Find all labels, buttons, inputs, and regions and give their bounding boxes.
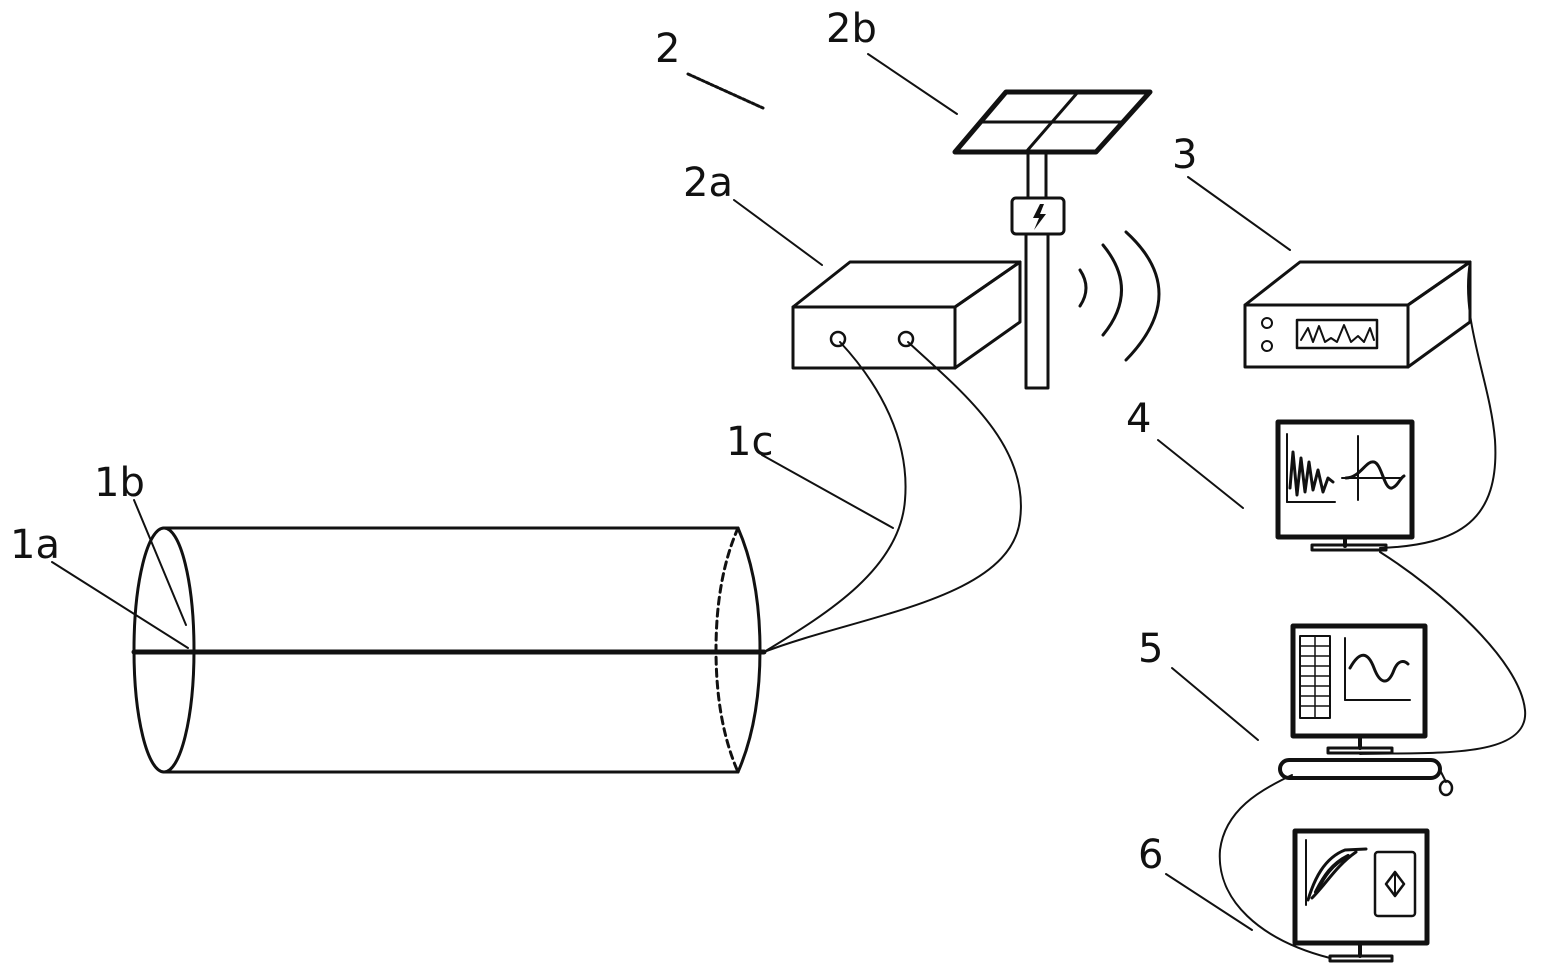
pipe-cylinder bbox=[131, 526, 767, 774]
leader-marker-1a bbox=[51, 561, 189, 649]
cables bbox=[1218, 261, 1527, 959]
label-marker-1a: 1a bbox=[10, 522, 60, 568]
fiber-lead-left bbox=[763, 341, 907, 653]
leader-monitor-2 bbox=[1171, 667, 1259, 741]
label-marker-1b: 1b bbox=[94, 460, 145, 506]
pole-lower bbox=[1024, 232, 1050, 390]
monitor-2-plot bbox=[1348, 653, 1410, 683]
leader-system bbox=[686, 72, 765, 110]
label-controller: 2a bbox=[683, 160, 733, 206]
leader-fiber-lead bbox=[761, 454, 894, 529]
cable-monitor-1-to-monitor-2 bbox=[1359, 551, 1527, 755]
mouse-icon bbox=[1438, 779, 1454, 797]
wireless-signal-icon bbox=[1078, 230, 1161, 362]
charge-box bbox=[1010, 196, 1066, 236]
monitor-1-base bbox=[1310, 543, 1388, 552]
monitor-1-plot-left bbox=[1288, 450, 1335, 497]
leader-marker-1b bbox=[133, 499, 187, 626]
monitor-1-plot-right bbox=[1344, 460, 1406, 490]
signal-arc-small bbox=[1078, 268, 1088, 308]
monitor-3-panel bbox=[1373, 850, 1417, 918]
leader-receiver bbox=[1187, 176, 1291, 251]
solar-panel-icon bbox=[952, 89, 1153, 390]
lightning-icon bbox=[1033, 204, 1046, 230]
controller-port-1 bbox=[829, 330, 847, 348]
signal-arc-medium bbox=[1101, 243, 1123, 337]
monitor-2 bbox=[1278, 623, 1454, 797]
receiver-knob-2 bbox=[1261, 340, 1273, 352]
leader-lines bbox=[51, 53, 1291, 931]
pole-upper bbox=[1026, 150, 1048, 200]
controller-front bbox=[791, 305, 957, 370]
monitor-3 bbox=[1292, 828, 1430, 963]
label-monitor-1: 4 bbox=[1126, 396, 1151, 442]
fiber-lead-right bbox=[763, 341, 1022, 653]
controller-side bbox=[953, 260, 1022, 370]
controller-port-2 bbox=[897, 330, 915, 348]
monitor-2-screen bbox=[1290, 623, 1428, 739]
cable-receiver-to-monitor-1 bbox=[1379, 261, 1497, 549]
cable-keyboard-to-monitor-3 bbox=[1218, 774, 1331, 959]
monitor-3-plot-inner bbox=[1310, 850, 1358, 900]
controller-box bbox=[791, 260, 1022, 370]
receiver-front bbox=[1243, 303, 1410, 369]
receiver-display bbox=[1295, 318, 1379, 350]
label-solar-panel: 2b bbox=[826, 6, 877, 52]
label-monitor-2: 5 bbox=[1138, 626, 1163, 672]
fiber-leads bbox=[763, 341, 1022, 653]
monitor-2-base bbox=[1326, 746, 1394, 755]
keyboard-icon bbox=[1278, 758, 1442, 780]
label-monitor-3: 6 bbox=[1138, 832, 1163, 878]
leader-monitor-3 bbox=[1165, 873, 1253, 931]
monitor-3-plot-fill bbox=[1314, 854, 1350, 894]
receiver-side bbox=[1406, 260, 1472, 369]
waveform-icon bbox=[1300, 324, 1375, 343]
leader-monitor-1 bbox=[1157, 439, 1244, 509]
receiver-box bbox=[1243, 260, 1472, 369]
solar-panel-surface bbox=[952, 89, 1153, 155]
monitor-3-base bbox=[1328, 954, 1394, 963]
leader-controller bbox=[733, 199, 823, 266]
monitor-1 bbox=[1275, 419, 1415, 552]
label-system: 2 bbox=[655, 26, 680, 72]
monitor-2-table bbox=[1299, 635, 1331, 719]
monitor-3-diamond bbox=[1384, 870, 1406, 898]
signal-arc-large bbox=[1124, 230, 1161, 362]
leader-solar-panel bbox=[867, 53, 958, 115]
monitor-3-plot-outer bbox=[1306, 847, 1368, 902]
receiver-knob-1 bbox=[1261, 317, 1273, 329]
label-receiver: 3 bbox=[1172, 132, 1197, 178]
receiver-top bbox=[1243, 260, 1472, 307]
